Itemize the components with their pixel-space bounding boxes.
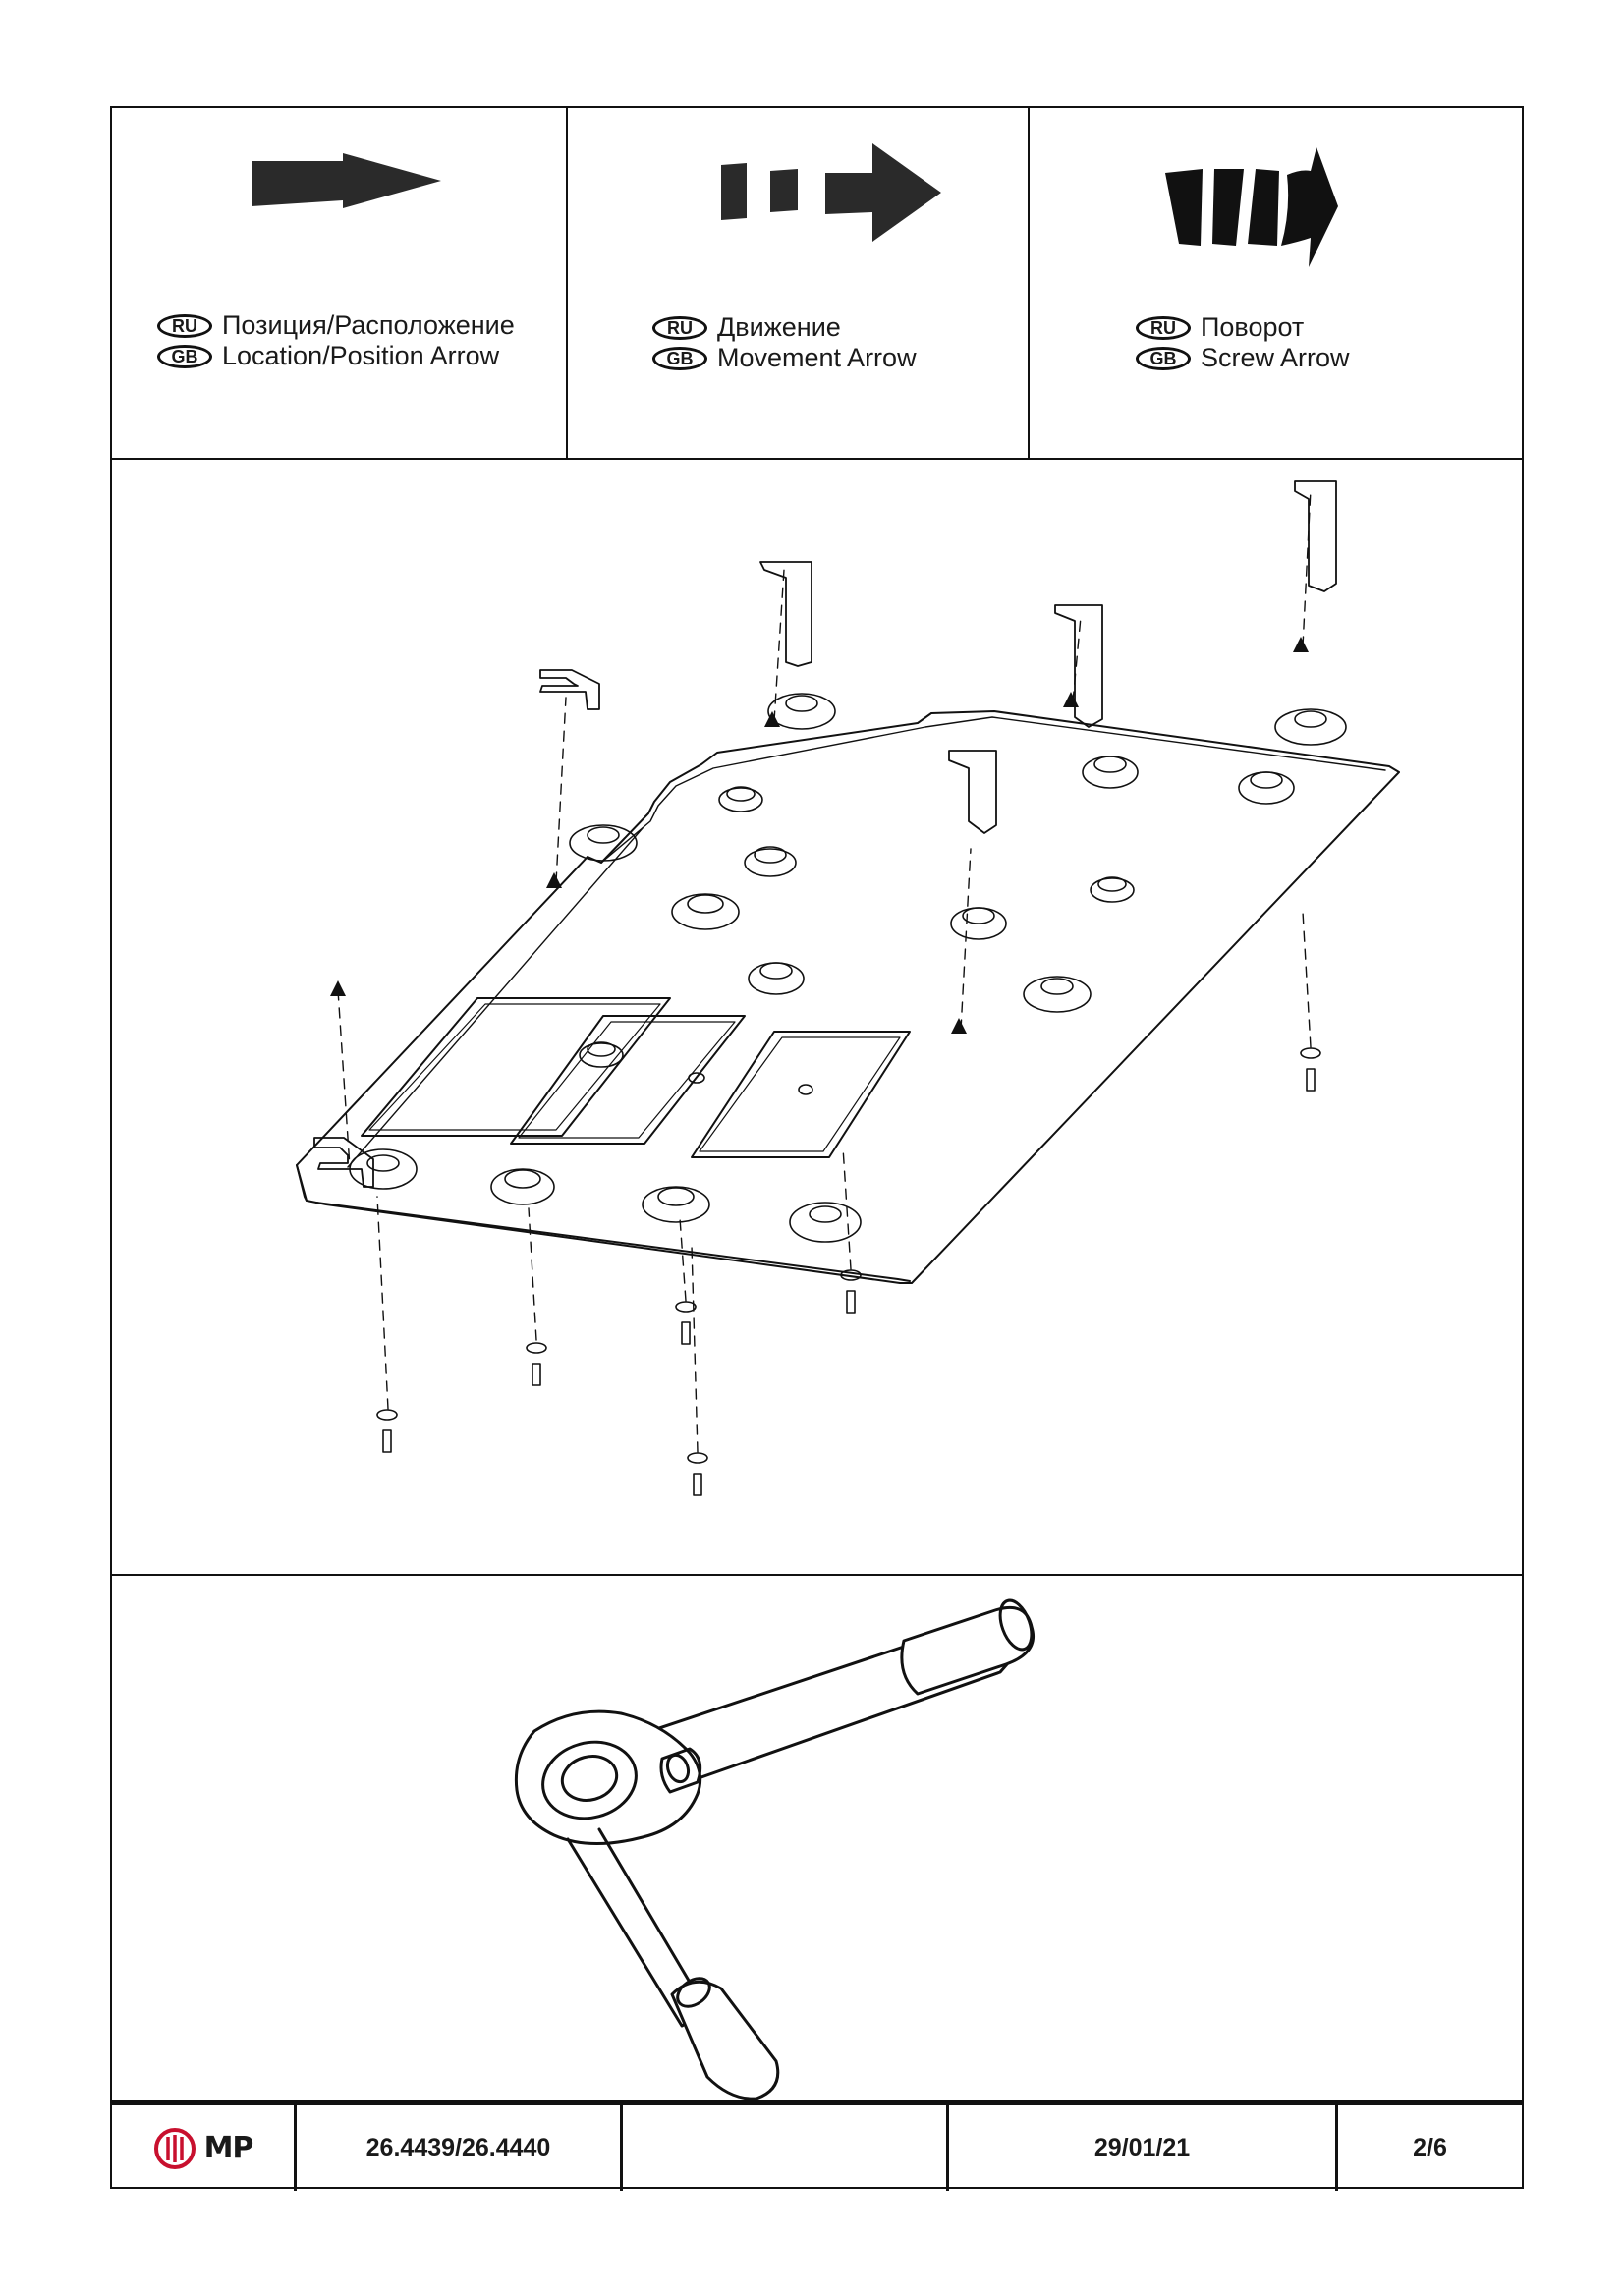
ru-badge: RU [652, 315, 707, 340]
mp-logo-icon [153, 2127, 196, 2169]
date-field: 29/01/21 [949, 2105, 1338, 2191]
legend-label-location: RU Позиция/Расположение GB Location/Positi… [157, 310, 515, 371]
gb-label: Movement Arrow [717, 343, 917, 372]
logo-cell: MP [112, 2105, 297, 2191]
assembly-diagram [112, 460, 1522, 1576]
ratchet-wrench-icon [514, 1598, 1035, 2100]
legend-screw-arrow: RU Поворот GB Screw Arrow [1030, 108, 1524, 458]
mounting-brackets [313, 480, 1337, 1188]
instruction-sheet: RU Позиция/Расположение GB Location/Positi… [110, 106, 1524, 2191]
legend-label-movement: RU Движение GB Movement Arrow [652, 312, 917, 373]
part-number: 26.4439/26.4440 [297, 2105, 623, 2191]
gb-badge: GB [1136, 346, 1191, 370]
gb-badge: GB [157, 344, 212, 368]
logo-text: MP [203, 2131, 254, 2165]
ru-badge: RU [157, 313, 212, 338]
movement-arrow-icon [721, 143, 941, 242]
gb-badge: GB [652, 346, 707, 370]
location-arrow-icon [252, 153, 441, 208]
legend-movement-arrow: RU Движение GB Movement Arrow [568, 108, 1030, 458]
ru-label: Движение [717, 312, 841, 342]
screw-arrow-icon [1165, 147, 1338, 267]
ru-label: Позиция/Расположение [222, 310, 515, 340]
skid-plate-exploded-view [296, 480, 1400, 1496]
gb-label: Location/Position Arrow [222, 341, 500, 370]
ru-badge: RU [1136, 315, 1191, 340]
legend-label-screw: RU Поворот GB Screw Arrow [1136, 312, 1350, 373]
title-block: MP 26.4439/26.4440 29/01/21 2/6 [112, 2100, 1522, 2191]
page-number: 2/6 [1413, 2134, 1447, 2161]
legend-location-arrow: RU Позиция/Расположение GB Location/Positi… [112, 108, 568, 458]
blank-field [623, 2105, 949, 2191]
guide-lines [337, 488, 1312, 1453]
skid-plate [296, 710, 1400, 1284]
screws [376, 1047, 1321, 1496]
plate-bosses [349, 693, 1347, 1243]
arrow-legend: RU Позиция/Расположение GB Location/Positi… [112, 108, 1522, 460]
gb-label: Screw Arrow [1201, 343, 1350, 372]
tool-illustration [112, 1576, 1522, 2102]
lift-arrows [330, 637, 1309, 1034]
ru-label: Поворот [1201, 312, 1305, 342]
